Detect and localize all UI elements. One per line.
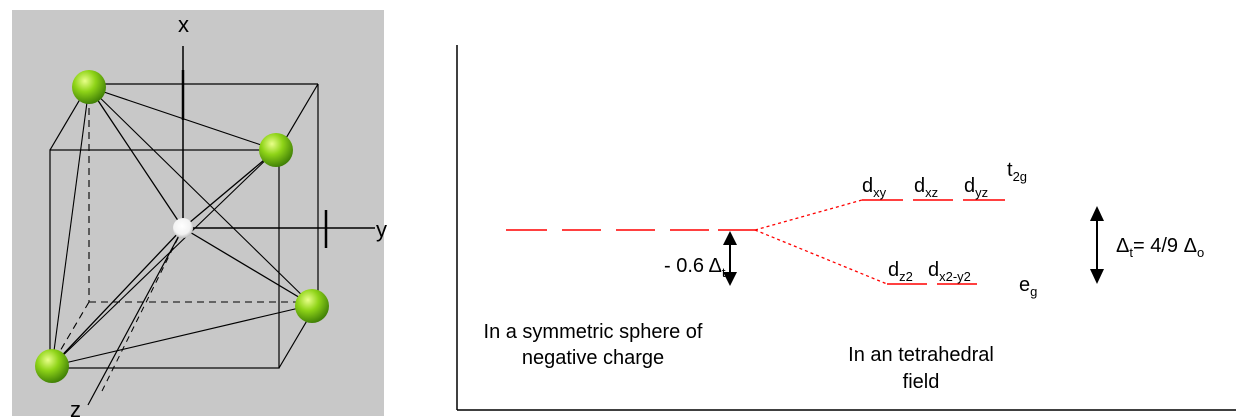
orbital-label-dx2-y2: dx2-y2 [928,259,971,284]
ligand-atom [72,70,106,104]
symmetric-sphere-caption-line1: In a symmetric sphere of [484,321,703,343]
splitting-connector-upper [754,199,863,231]
cube-figure-background [12,10,384,416]
tetrahedral-cube-figure: x y z [12,10,387,418]
ligand-atom [295,289,329,323]
tetrahedron-edges [51,86,313,367]
shift-label: - 0.6 Δt [664,255,726,280]
orbital-label-dxy: dxy [862,175,887,200]
ligand-atom [35,349,69,383]
splitting-arrow [1090,206,1104,284]
splitting-label: Δt= 4/9 Δo [1116,235,1204,260]
metal-ligand-bonds [51,86,313,367]
energy-level-diagram: - 0.6 Δt dxy dxz dyz t2g dz2 dx2-y2 eg Δ… [456,45,1236,411]
orbital-label-dyz: dyz [964,175,988,200]
z-axis-label: z [70,397,81,418]
tetrahedral-field-caption-line1: In an tetrahedral [848,344,994,366]
tetrahedral-field-caption-line2: field [903,371,940,393]
symmetric-sphere-caption-line2: negative charge [522,347,664,369]
x-axis-label: x [178,12,189,37]
orbital-label-dz2: dz2 [888,259,913,284]
t2g-set-label: t2g [1007,159,1027,184]
shift-label-sub: t [722,265,726,280]
z-axis-line [87,227,184,406]
y-axis-label: y [376,217,387,242]
ligand-atom [259,133,293,167]
z-axis-dash [99,227,184,396]
splitting-connector-lower [754,229,888,285]
metal-center-atom [173,218,193,238]
shift-arrow [723,231,737,286]
orbital-label-dxz: dxz [914,175,938,200]
eg-set-label: eg [1019,274,1037,299]
shift-label-prefix: - 0.6 Δ [664,255,722,277]
